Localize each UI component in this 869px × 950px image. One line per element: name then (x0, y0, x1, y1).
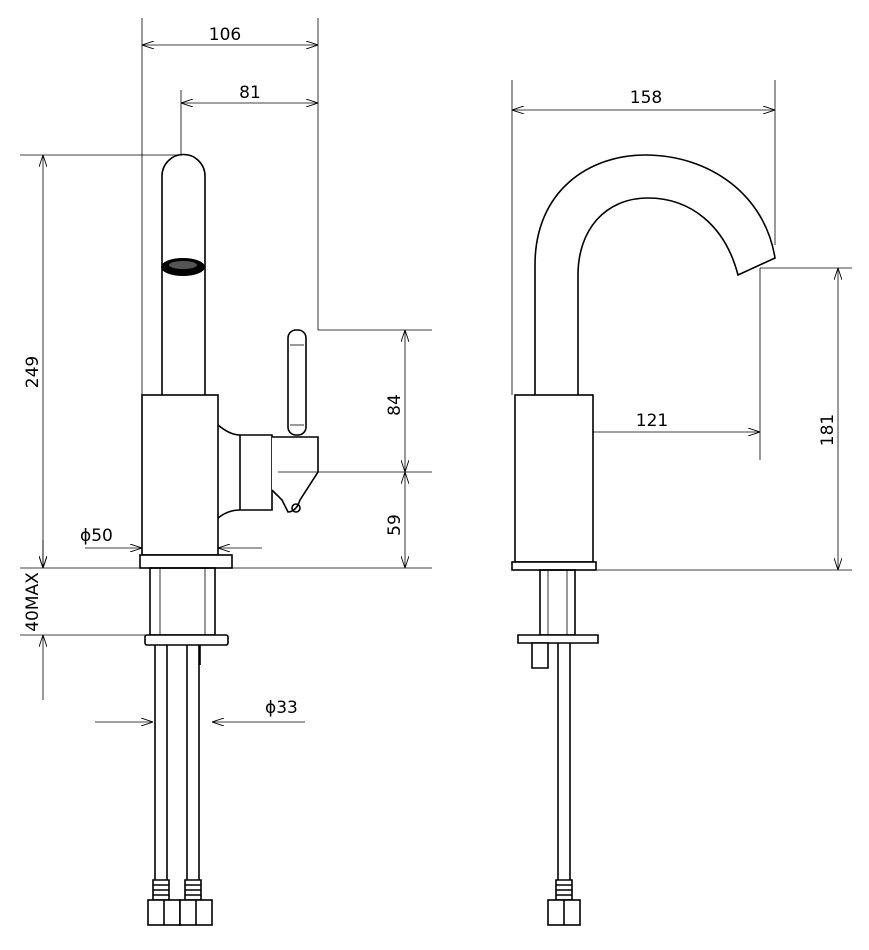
dim-84: 84 (385, 394, 405, 416)
dim-40max: 40MAX (23, 572, 43, 632)
side-view: 158 121 181 (511, 80, 852, 926)
dim-121: 121 (636, 411, 668, 431)
dim-59: 59 (385, 514, 405, 536)
dim-phi50: ϕ50 (80, 526, 113, 546)
mounting-plate (144, 634, 229, 646)
faucet-body (141, 394, 219, 556)
faucet-body-side (514, 394, 594, 563)
spout-side (534, 154, 776, 395)
front-view: 106 81 249 84 59 40MAX ϕ50 ϕ33 (20, 18, 432, 926)
supply-hoses (147, 645, 213, 926)
dim-106: 106 (209, 25, 241, 45)
dim-81: 81 (239, 83, 261, 103)
dim-249: 249 (23, 356, 43, 388)
lever-handle (287, 329, 307, 436)
mounting-plate-side (517, 634, 599, 644)
spout (161, 153, 206, 395)
dim-phi33: ϕ33 (265, 698, 298, 718)
dim-181: 181 (818, 414, 838, 446)
dim-158: 158 (630, 88, 662, 108)
